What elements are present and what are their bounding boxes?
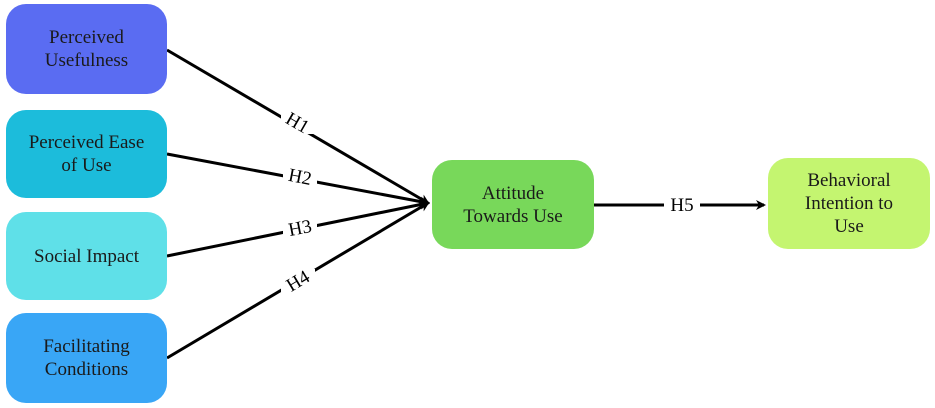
node-perceived-ease-of-use: Perceived Ease of Use — [6, 110, 167, 198]
edge-label-h5: H5 — [670, 195, 693, 216]
node-perceived-usefulness: Perceived Usefulness — [6, 4, 167, 94]
edge-label-h3: H3 — [287, 216, 314, 241]
edge-label-h2: H2 — [286, 165, 313, 190]
edge-label-bg — [283, 165, 317, 189]
edge-label-bg — [281, 110, 315, 134]
edge-label-bg — [664, 193, 700, 217]
edge-label-bg — [281, 269, 315, 293]
node-facilitating-conditions: Facilitating Conditions — [6, 313, 167, 403]
edge-label-bg — [283, 216, 317, 240]
node-attitude-towards-use: Attitude Towards Use — [432, 160, 594, 249]
node-social-impact: Social Impact — [6, 212, 167, 300]
node-behavioral-intention-to-use: Behavioral Intention to Use — [768, 158, 930, 249]
